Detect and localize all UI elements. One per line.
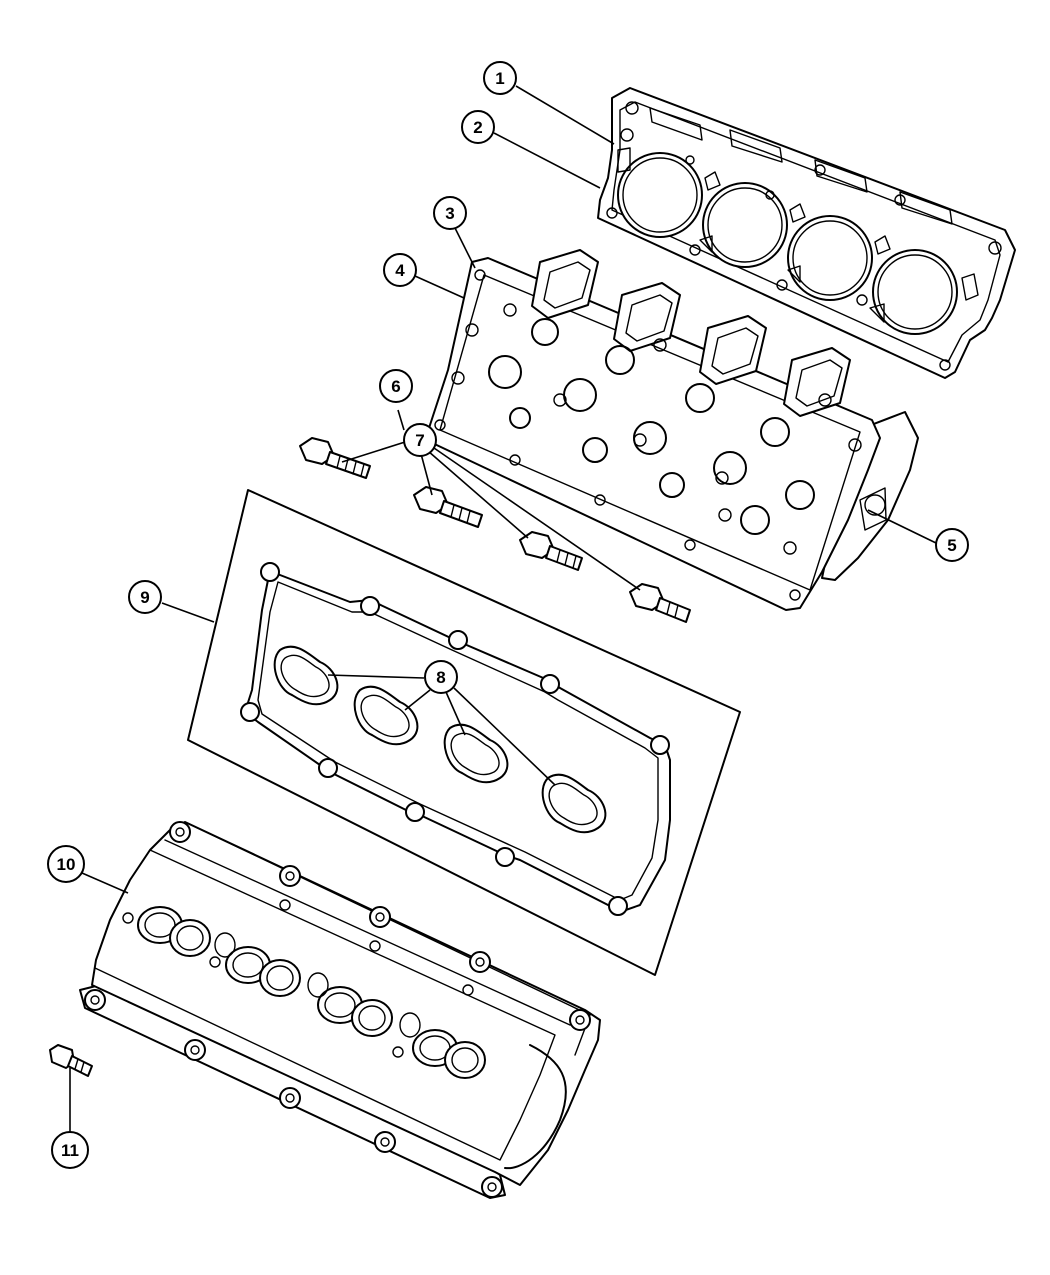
cylinder-head-cover xyxy=(79,821,601,1199)
callout-11: 11 xyxy=(51,1131,89,1169)
cover-stud xyxy=(49,1044,93,1077)
head-bolts xyxy=(299,437,691,623)
callout-5: 5 xyxy=(935,528,969,562)
svg-text:10: 10 xyxy=(57,855,76,874)
svg-text:8: 8 xyxy=(436,668,445,687)
svg-text:1: 1 xyxy=(495,69,504,88)
svg-text:9: 9 xyxy=(140,588,149,607)
svg-text:3: 3 xyxy=(445,204,454,223)
callout-7: 7 xyxy=(403,423,437,457)
callout-3: 3 xyxy=(433,196,467,230)
cylinder-head xyxy=(425,249,919,611)
head-bolt xyxy=(299,437,371,479)
leader-lines xyxy=(69,85,937,1132)
svg-text:6: 6 xyxy=(391,377,400,396)
callout-4: 4 xyxy=(383,253,417,287)
svg-text:5: 5 xyxy=(947,536,956,555)
head-bolt xyxy=(519,531,583,571)
callout-6: 6 xyxy=(379,369,413,403)
svg-text:2: 2 xyxy=(473,118,482,137)
head-bolt xyxy=(413,486,483,528)
callout-8: 8 xyxy=(424,660,458,694)
callout-10: 10 xyxy=(47,845,85,883)
svg-text:11: 11 xyxy=(61,1141,79,1160)
callout-2: 2 xyxy=(461,110,495,144)
head-bolt xyxy=(629,583,691,623)
gasket-package xyxy=(187,489,741,976)
callout-1: 1 xyxy=(483,61,517,95)
callout-9: 9 xyxy=(128,580,162,614)
svg-text:4: 4 xyxy=(395,261,405,280)
svg-text:7: 7 xyxy=(415,431,424,450)
head-gasket xyxy=(597,87,1016,379)
